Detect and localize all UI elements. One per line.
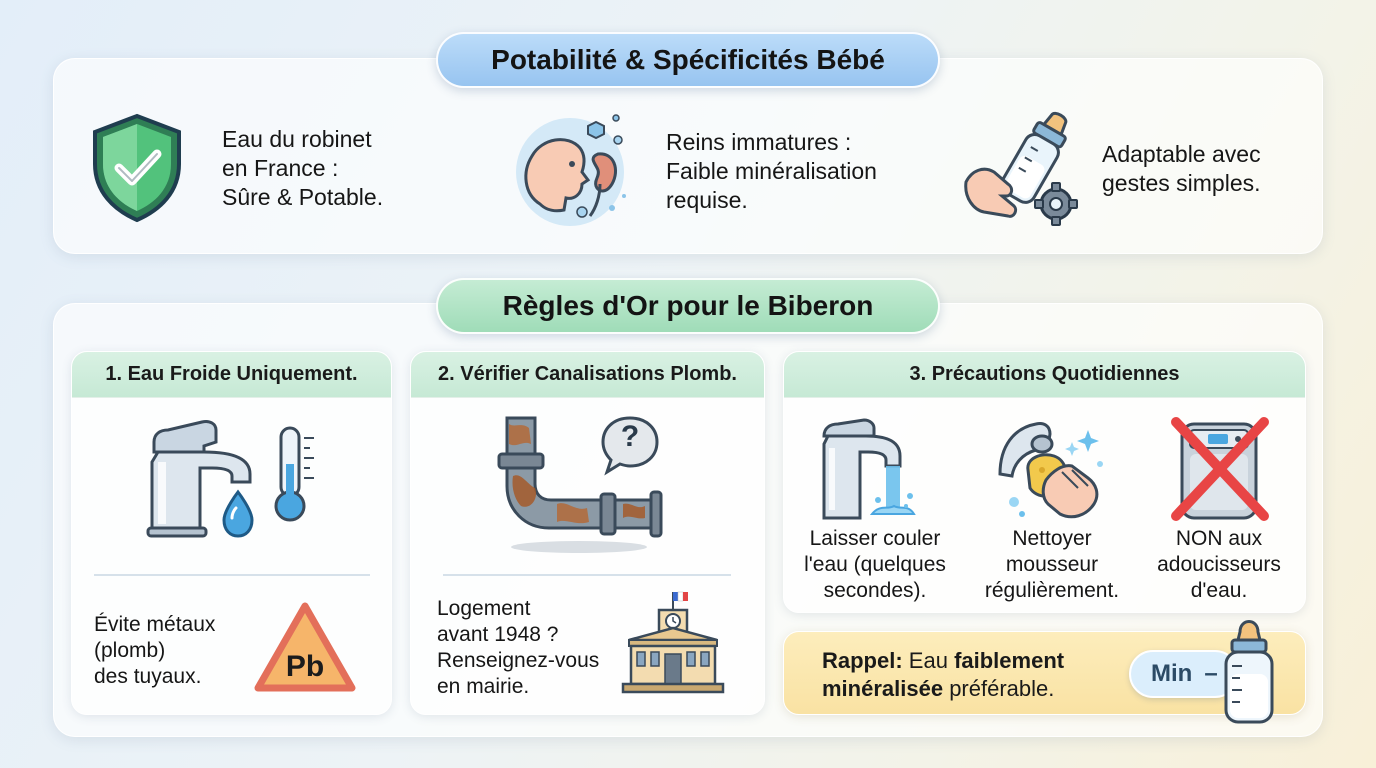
min-dash: –	[1204, 660, 1218, 687]
card-divider	[443, 574, 731, 576]
reminder-bold: minéralisée	[822, 676, 944, 701]
safety-panel	[53, 58, 1323, 254]
card-caption: Logement avant 1948 ? Renseignez-vous en…	[437, 597, 600, 698]
min-pill: Min–	[1129, 650, 1239, 698]
section-title-rules: Règles d'Or pour le Biberon	[436, 278, 940, 334]
precaution-text: NON aux adoucisseurs d'eau.	[1157, 527, 1281, 602]
precaution-text: Laisser couler l'eau (quelques secondes)…	[804, 527, 946, 602]
question-bubble-icon	[601, 416, 659, 476]
feature-tap-water-safe: Eau du robinet en France : Sûre & Potabl…	[88, 112, 383, 224]
lead-badge: Pb	[285, 650, 325, 683]
rule-card-cold-water: 1. Eau Froide Uniquement. Évite métaux (…	[71, 351, 392, 715]
card-divider	[94, 574, 370, 576]
thermometer-icon	[274, 426, 314, 522]
baby-kidney-icon	[516, 114, 626, 226]
feature-text: Adaptable avec gestes simples.	[1102, 141, 1261, 196]
card-title: 1. Eau Froide Uniquement.	[72, 352, 391, 398]
feature-adaptable: Adaptable avec gestes simples.	[962, 110, 1261, 228]
shield-check-icon	[93, 113, 181, 223]
card-title: 2. Vérifier Canalisations Plomb.	[411, 352, 764, 398]
rule-card-lead-pipes: 2. Vérifier Canalisations Plomb. ? Logem…	[410, 351, 765, 715]
running-tap-icon	[822, 418, 916, 520]
precaution-text: Nettoyer mousseur régulièrement.	[984, 527, 1120, 602]
reminder-part: préférable.	[943, 676, 1055, 701]
baby-bottle-icon	[1224, 620, 1274, 724]
question-mark: ?	[620, 420, 640, 453]
lead-warning-icon	[254, 602, 356, 692]
rule-card-daily-precautions: 3. Précautions Quotidiennes Laisser coul…	[783, 351, 1306, 613]
faucet-drop-icon	[146, 420, 254, 538]
feature-immature-kidneys: Reins immatures : Faible minéralisation …	[512, 112, 877, 230]
reminder-bold: faiblement	[954, 648, 1065, 673]
town-hall-icon	[621, 591, 725, 694]
reminder-label: Rappel:	[822, 648, 903, 673]
feature-text: Eau du robinet en France : Sûre & Potabl…	[222, 125, 384, 210]
feature-text: Reins immatures : Faible minéralisation …	[666, 128, 877, 213]
clean-aerator-icon	[998, 422, 1103, 519]
no-softener-icon	[1171, 417, 1269, 521]
card-caption: Évite métaux (plomb) des tuyaux.	[94, 613, 216, 688]
reminder-part: Eau	[902, 648, 955, 673]
section-title-safety: Potabilité & Spécificités Bébé	[436, 32, 940, 88]
bottle-gear-icon	[964, 111, 1078, 226]
reminder-box: Rappel: Eau faiblement minéralisée préfé…	[783, 620, 1306, 724]
min-label: Min	[1151, 660, 1193, 687]
reminder-text: Rappel: Eau faiblement minéralisée préfé…	[822, 647, 1064, 703]
card-title: 3. Précautions Quotidiennes	[784, 352, 1305, 398]
rusty-pipe-icon	[497, 416, 663, 553]
